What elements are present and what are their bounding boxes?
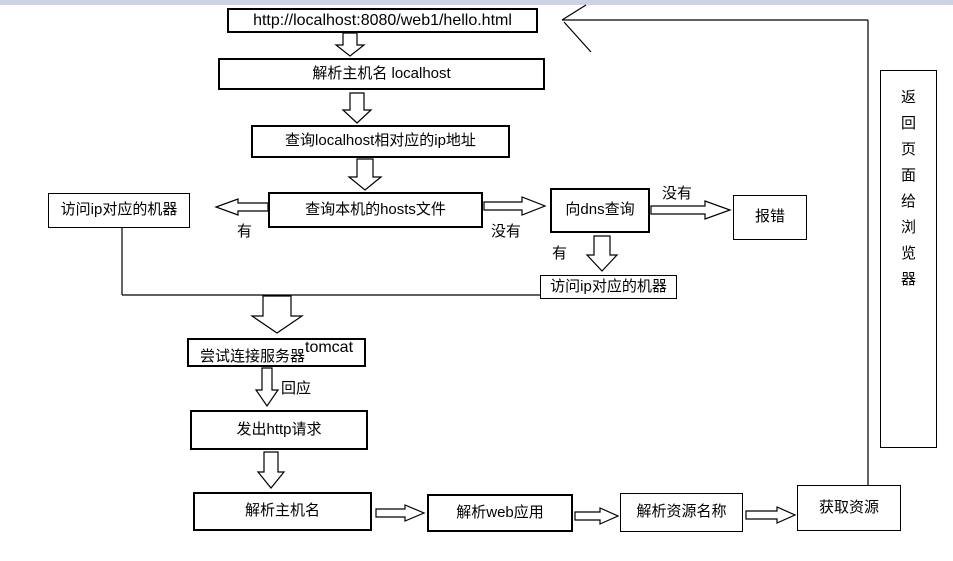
arrow-right-webapp-to-resource <box>574 507 620 525</box>
node-visit-ip-machine-left: 访问ip对应的机器 <box>48 193 190 228</box>
node-report-error: 报错 <box>733 195 807 240</box>
arrow-down-tryconnect-to-httprequest <box>254 367 280 408</box>
node-parse-hostname: 解析主机名 <box>193 492 372 531</box>
arrow-right-resource-to-getresource <box>745 506 797 524</box>
arrow-down-queryip-to-hosts <box>347 158 383 191</box>
return-arrowhead-upper <box>561 4 587 21</box>
node-url: http://localhost:8080/web1/hello.html <box>227 8 538 33</box>
node-parse-resource-name: 解析资源名称 <box>620 493 743 532</box>
arrow-down-merge-to-tryconnect <box>250 295 304 334</box>
node-query-localhost-ip: 查询localhost相对应的ip地址 <box>251 125 510 158</box>
arrow-down-httprequest-to-parsehostname <box>256 451 286 489</box>
node-query-hosts-file: 查询本机的hosts文件 <box>268 192 483 228</box>
edge-label-hosts-not-have: 没有 <box>491 223 522 240</box>
return-arrowhead-lower <box>563 21 592 53</box>
edge-label-hosts-has: 有 <box>237 223 253 240</box>
edge-label-dns-not-have: 没有 <box>662 185 693 202</box>
node-parse-web-app: 解析web应用 <box>427 494 573 532</box>
arrow-right-hosts-to-dns <box>483 196 547 216</box>
try-connect-tomcat-label: tomcat <box>305 339 354 357</box>
arrow-right-parsehostname-to-webapp <box>375 504 426 522</box>
node-visit-ip-machine-right: 访问ip对应的机器 <box>540 275 677 299</box>
arrow-down-url-to-parsehost <box>334 32 366 57</box>
return-page-vertical-text: 返回页面给浏览器 <box>900 89 916 288</box>
arrow-left-hosts-to-visitip <box>214 198 269 216</box>
try-connect-label: 尝试连接服务器 <box>199 347 305 365</box>
arrow-right-dns-to-error <box>650 200 732 220</box>
edge-label-response: 回应 <box>281 380 312 397</box>
edge-label-dns-has: 有 <box>552 245 568 262</box>
node-parse-host-localhost: 解析主机名 localhost <box>218 58 545 90</box>
node-send-http-request: 发出http请求 <box>190 410 368 450</box>
arrow-down-parsehost-to-queryip <box>341 92 373 124</box>
arrow-down-dns-to-visitip <box>585 235 619 272</box>
node-get-resource: 获取资源 <box>797 485 901 531</box>
node-try-connect-tomcat: 尝试连接服务器 tomcat <box>187 338 366 367</box>
node-return-page-to-browser: 返回页面给浏览器 <box>880 70 937 448</box>
node-dns-query: 向dns查询 <box>550 188 650 233</box>
top-border-bar <box>0 0 953 5</box>
